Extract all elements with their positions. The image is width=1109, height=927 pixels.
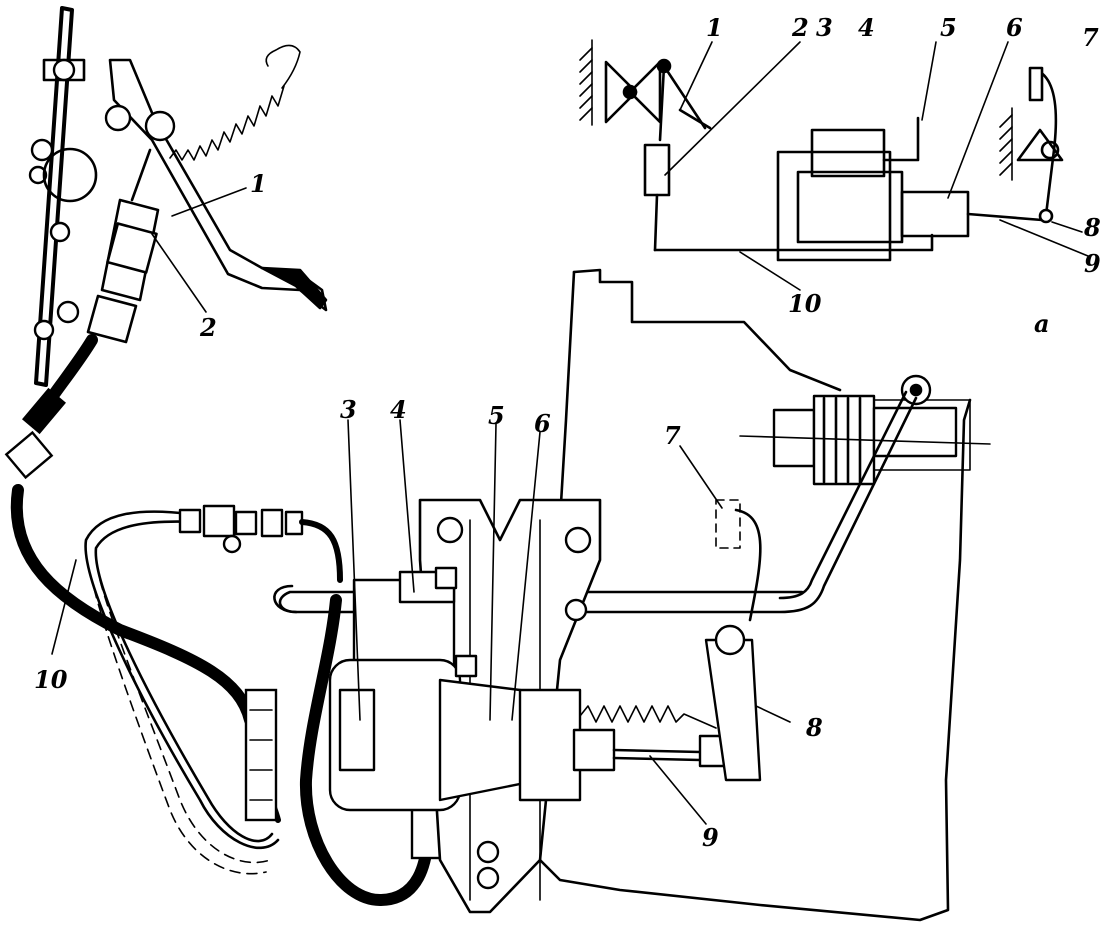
assembly-label-6: 6 (534, 409, 551, 438)
schematic-wall-hatch-left (579, 39, 593, 126)
assembly-label-2: 2 (199, 313, 217, 342)
schematic-leaders (664, 41, 1089, 291)
assembly-label-8: 8 (805, 713, 823, 742)
schematic-booster (776, 116, 1044, 262)
schematic-label-8: 8 (1083, 213, 1101, 242)
schematic-pedal-pivot (604, 58, 712, 142)
pipeline (84, 510, 280, 875)
assembly-label-10: 10 (34, 665, 68, 694)
subfigure-letter: a (1034, 309, 1050, 338)
pipe-union (178, 504, 343, 583)
booster-hose (299, 594, 434, 906)
schematic-pipeline (653, 233, 934, 252)
master-cylinder (86, 148, 160, 344)
clutch-pedal (104, 58, 328, 312)
schematic-label-3: 3 (816, 13, 833, 42)
schematic-label-5: 5 (940, 13, 957, 42)
assembly-label-7: 7 (664, 421, 681, 450)
schematic-label-9: 9 (1084, 249, 1101, 278)
assembly-label-4: 4 (390, 395, 407, 424)
schematic-label-1: 1 (706, 13, 723, 42)
schematic-release-fork (999, 66, 1064, 224)
pedal-mounting-plate (28, 6, 98, 387)
assembly-label-1: 1 (250, 169, 267, 198)
schematic-label-2: 2 (791, 13, 809, 42)
release-fork (704, 499, 762, 782)
pedal-return-spring (169, 44, 301, 161)
starter-motor (739, 374, 991, 486)
schematic-label-4: 4 (858, 13, 875, 42)
assembly-label-3: 3 (340, 395, 357, 424)
clutch-booster (328, 566, 582, 812)
schematic-master-cylinder (643, 143, 671, 197)
master-hose (4, 334, 281, 823)
assembly-drawing: 1 2 3 4 5 6 7 8 9 10 (4, 6, 991, 922)
schematic-label-7: 7 (1082, 23, 1099, 52)
assembly-label-5: 5 (488, 401, 505, 430)
schematic-label-6: 6 (1006, 13, 1023, 42)
assembly-label-9: 9 (702, 823, 719, 852)
assembly-leaders (51, 187, 791, 825)
schematic-label-10: 10 (788, 289, 822, 318)
booster-spring (579, 705, 717, 729)
schematic-diagram: 1 2 3 4 5 6 7 8 9 10 a (579, 13, 1101, 338)
